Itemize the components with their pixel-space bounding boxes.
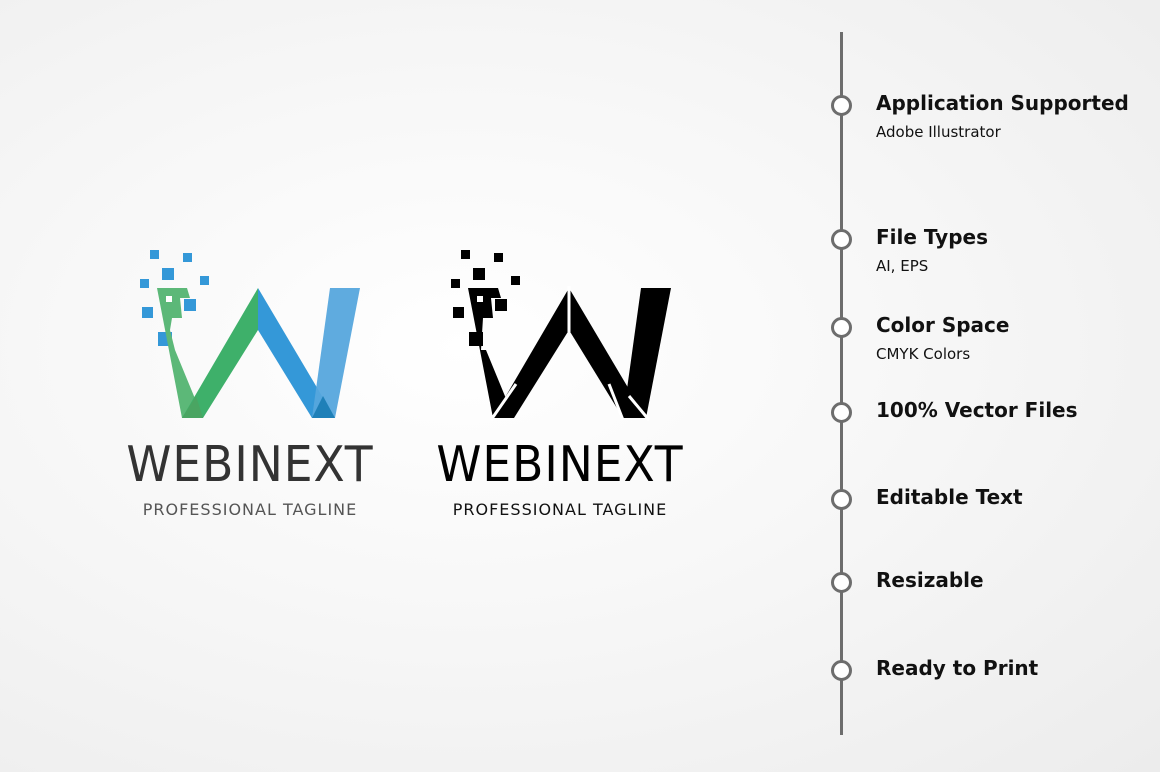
timeline-node (831, 95, 852, 116)
color-logo-name: WEBINEXT (126, 436, 374, 493)
black-w-logo-mark (451, 250, 671, 421)
feature-editable-text: Editable Text (876, 485, 1023, 509)
feature-subtitle: AI, EPS (876, 257, 929, 275)
timeline-node (831, 572, 852, 593)
feature-title: Resizable (876, 568, 984, 592)
feature-title: Ready to Print (876, 656, 1039, 680)
black-logo-tagline: PROFESSIONAL TAGLINE (452, 500, 668, 519)
feature-ready-to-print: Ready to Print (876, 656, 1038, 680)
feature-application: Application Supported Adobe Illustrator (876, 91, 1129, 141)
timeline-node (831, 489, 852, 510)
feature-color-space: Color Space CMYK Colors (876, 313, 1009, 363)
feature-subtitle: Adobe Illustrator (876, 123, 1001, 141)
timeline-node (831, 317, 852, 338)
w-stroke-3 (258, 288, 335, 418)
timeline-node (831, 660, 852, 681)
w-stroke-2 (182, 288, 258, 418)
w-stroke-4 (312, 288, 360, 418)
feature-subtitle: CMYK Colors (876, 345, 971, 363)
pixel-squares (140, 250, 209, 346)
timeline-node (831, 229, 852, 250)
timeline-node (831, 402, 852, 423)
feature-title: 100% Vector Files (876, 398, 1078, 422)
feature-title: Application Supported (876, 91, 1129, 115)
timeline-line (840, 32, 843, 735)
feature-vector: 100% Vector Files (876, 398, 1078, 422)
feature-resizable: Resizable (876, 568, 984, 592)
feature-title: File Types (876, 225, 988, 249)
color-logo-tagline: PROFESSIONAL TAGLINE (142, 500, 358, 519)
feature-title: Color Space (876, 313, 1010, 337)
black-logo-name: WEBINEXT (436, 436, 684, 493)
w-stroke-1 (157, 288, 203, 418)
feature-file-types: File Types AI, EPS (876, 225, 988, 275)
feature-title: Editable Text (876, 485, 1023, 509)
color-w-logo-mark (140, 250, 360, 418)
